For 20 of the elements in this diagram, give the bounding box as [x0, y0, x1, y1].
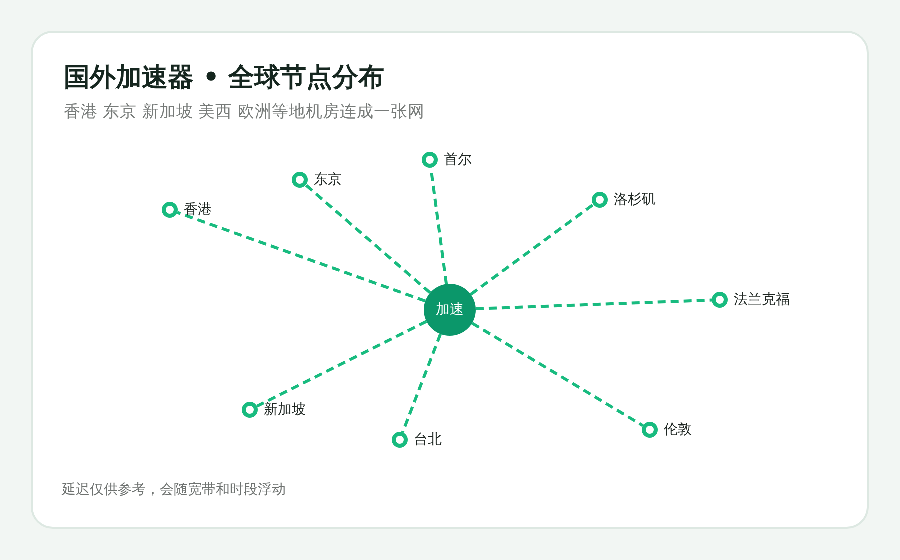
location-label: 东京 — [314, 171, 342, 189]
location-label: 新加坡 — [264, 401, 306, 419]
dashed-connector — [177, 211, 426, 303]
location-label: 法兰克福 — [734, 291, 790, 309]
caption: 延迟仅供参考，会随宽带和时段浮动 — [62, 481, 286, 499]
location-label: 首尔 — [444, 151, 472, 169]
dashed-connector — [256, 320, 428, 408]
dashed-connector — [476, 298, 712, 311]
title: 国外加速器 • 全球节点分布 — [64, 62, 385, 95]
subtitle: 香港 东京 新加坡 美西 欧洲等地机房连成一张网 — [64, 101, 425, 123]
location-label: 伦敦 — [664, 421, 692, 439]
dashed-connector — [470, 204, 594, 296]
location-label: 台北 — [414, 431, 442, 449]
dashed-connector — [305, 184, 432, 294]
dashed-connector — [472, 322, 644, 428]
node-label: 加速 — [436, 301, 464, 319]
dashed-connector — [401, 334, 442, 434]
location-label: 香港 — [184, 201, 212, 219]
location-label: 洛杉矶 — [614, 191, 656, 209]
dashed-connector — [430, 168, 448, 284]
